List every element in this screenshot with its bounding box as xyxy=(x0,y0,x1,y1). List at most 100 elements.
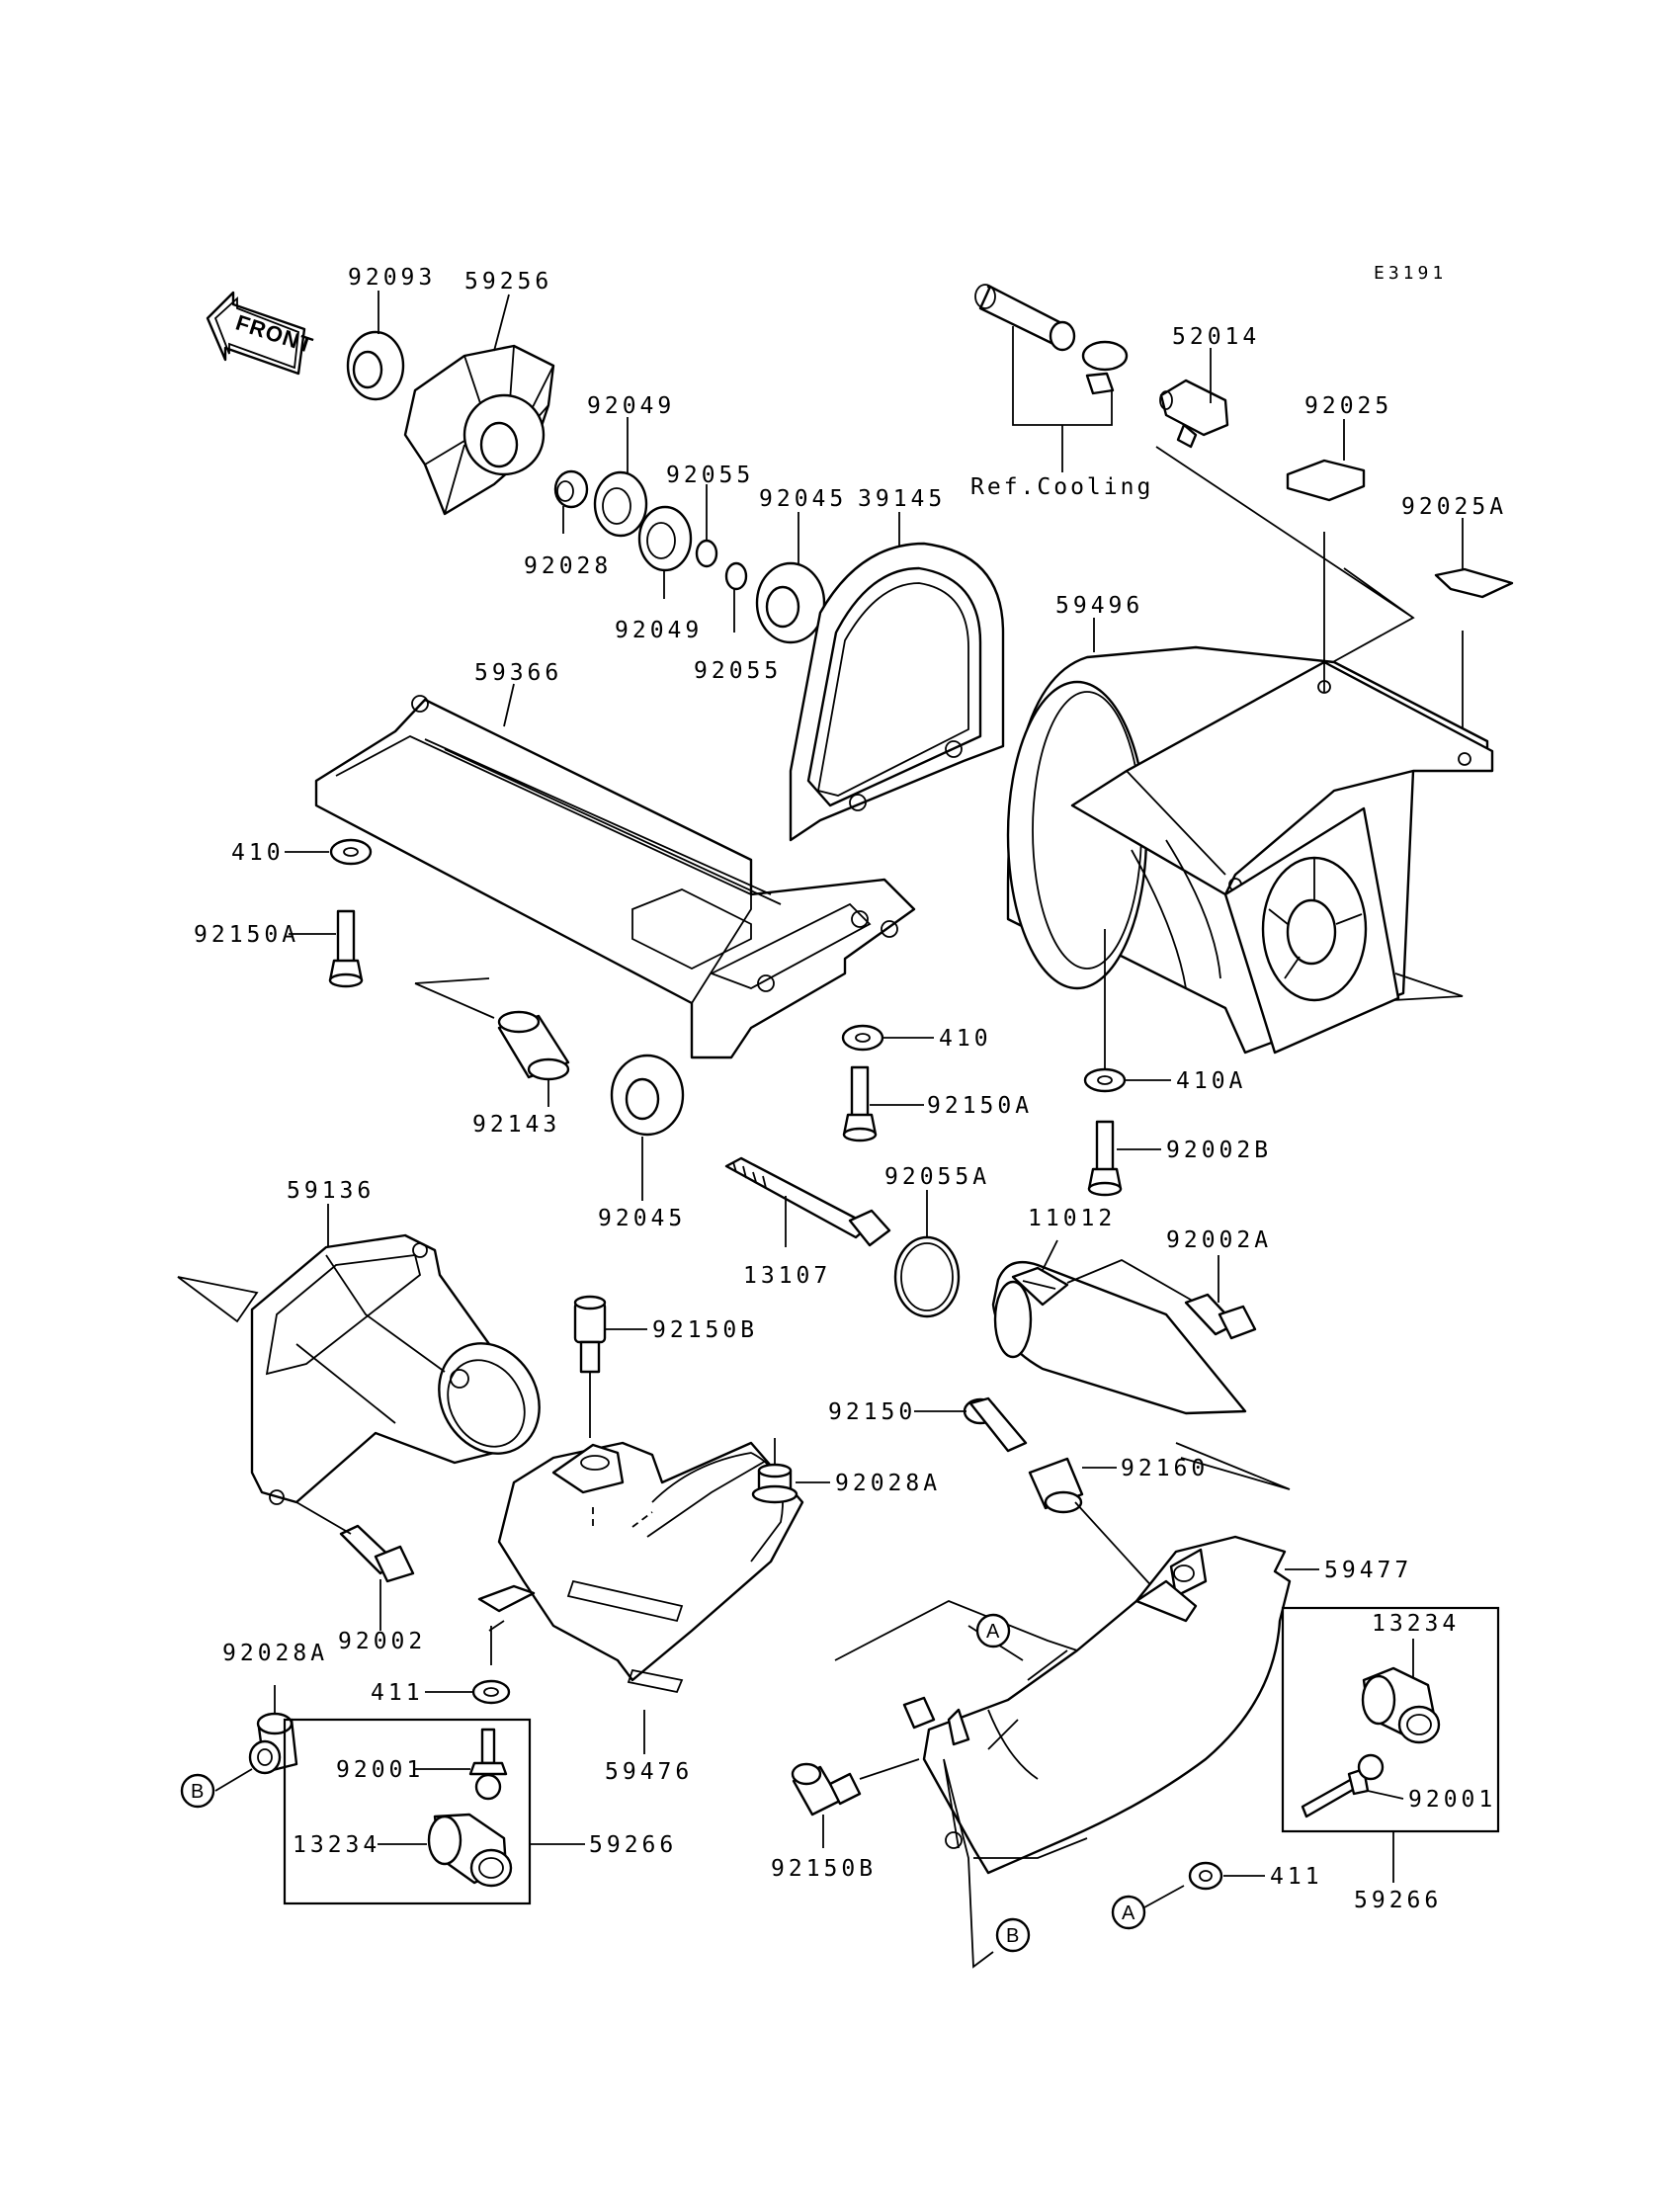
washer-411-left xyxy=(471,1679,511,1705)
cooling-hose xyxy=(974,284,1076,352)
hose-clamp xyxy=(1081,340,1129,395)
label-92143: 92143 xyxy=(472,1112,560,1138)
pump-case-59496 xyxy=(1006,645,1494,1055)
label-92055-top: 92055 xyxy=(666,463,754,488)
ball-joint-92001-right xyxy=(1301,1753,1385,1818)
svg-text:B: B xyxy=(191,1781,204,1803)
label-92002B: 92002B xyxy=(1166,1138,1272,1163)
label-92150A-left: 92150A xyxy=(194,922,299,948)
reverse-bucket-59477 xyxy=(902,1535,1292,1875)
tail-cone-11012 xyxy=(991,1260,1247,1415)
label-59476: 59476 xyxy=(605,1759,693,1785)
label-92150: 92150 xyxy=(828,1399,916,1425)
svg-text:B: B xyxy=(1006,1925,1019,1947)
bolt-92002a xyxy=(1184,1293,1257,1340)
label-59366: 59366 xyxy=(474,660,562,686)
label-411-left: 411 xyxy=(371,1680,424,1706)
kit-box-right xyxy=(1281,1606,1500,1833)
collar-92028a-mid xyxy=(751,1463,798,1504)
bolt-92002b xyxy=(1087,1120,1123,1197)
label-59136: 59136 xyxy=(287,1178,375,1204)
label-59477: 59477 xyxy=(1324,1558,1412,1583)
label-410A: 410A xyxy=(1176,1068,1246,1094)
collar-92028 xyxy=(553,469,589,509)
shim-92025a xyxy=(1434,567,1514,599)
label-92045-top: 92045 xyxy=(759,486,847,512)
bolt-92150a-mid xyxy=(842,1065,878,1142)
label-92028: 92028 xyxy=(524,553,612,579)
label-13234-right: 13234 xyxy=(1372,1611,1460,1637)
label-59266-left: 59266 xyxy=(589,1832,677,1858)
pump-cover-59366 xyxy=(314,695,916,1059)
washer-410a xyxy=(1083,1067,1127,1093)
label-92028A-mid: 92028A xyxy=(835,1471,941,1496)
o-ring-92055-bottom xyxy=(724,561,748,591)
label-39145: 39145 xyxy=(858,486,946,512)
label-92049-top: 92049 xyxy=(587,393,675,419)
label-59266-right: 59266 xyxy=(1354,1888,1442,1913)
bearing-92045-top xyxy=(755,561,826,644)
marker-a-top: A xyxy=(975,1613,1011,1648)
spacer-plate-39145 xyxy=(789,542,1005,842)
bolt-92150a-left xyxy=(328,909,364,988)
intake-59136 xyxy=(250,1233,541,1505)
label-92055A: 92055A xyxy=(884,1164,990,1190)
label-13234-left: 13234 xyxy=(293,1832,380,1858)
svg-text:A: A xyxy=(986,1621,1000,1643)
marker-a-right: A xyxy=(1111,1895,1146,1930)
socket-13234-right xyxy=(1361,1666,1441,1744)
label-410-mid: 410 xyxy=(939,1026,992,1052)
label-92028A-left: 92028A xyxy=(222,1641,328,1666)
bearing-92045-bottom xyxy=(610,1054,685,1137)
label-59256: 59256 xyxy=(464,269,552,295)
washer-410-mid xyxy=(841,1024,884,1052)
label-92049-bottom: 92049 xyxy=(615,618,703,643)
label-11012: 11012 xyxy=(1028,1206,1116,1231)
seal-92093 xyxy=(346,330,405,401)
impeller-59256 xyxy=(403,344,555,516)
svg-text:A: A xyxy=(1122,1902,1135,1924)
label-92025A: 92025A xyxy=(1401,494,1507,520)
label-59496: 59496 xyxy=(1055,593,1143,619)
label-92055-bottom: 92055 xyxy=(694,658,782,684)
drive-shaft-13107 xyxy=(724,1156,891,1247)
label-92150B-bottom: 92150B xyxy=(771,1856,877,1882)
bolt-92150 xyxy=(963,1396,1028,1453)
ref-cooling-label: Ref.Cooling xyxy=(970,474,1153,500)
socket-13234-left xyxy=(427,1813,513,1888)
label-92002: 92002 xyxy=(338,1629,426,1654)
label-13107: 13107 xyxy=(743,1263,831,1289)
fitting-52014 xyxy=(1159,379,1229,449)
washer-92049-bottom xyxy=(637,505,693,572)
collar-92160 xyxy=(1028,1457,1084,1514)
label-92001-right: 92001 xyxy=(1408,1787,1496,1813)
marker-b-bucket: B xyxy=(995,1917,1031,1953)
collar-92028a-left xyxy=(248,1712,298,1775)
label-410-left: 410 xyxy=(231,840,285,866)
marker-b-left: B xyxy=(180,1773,215,1809)
washer-92049-top xyxy=(593,470,648,538)
washer-410-left xyxy=(329,838,373,866)
bolt-92002 xyxy=(339,1524,415,1583)
washer-411-right xyxy=(1188,1861,1223,1891)
label-92002A: 92002A xyxy=(1166,1227,1272,1253)
label-92150B-top: 92150B xyxy=(652,1317,758,1343)
label-411-right: 411 xyxy=(1270,1864,1323,1890)
kit-box-left xyxy=(283,1718,532,1905)
label-92093: 92093 xyxy=(348,265,436,291)
front-arrow: FRONT xyxy=(206,291,316,376)
label-92025: 92025 xyxy=(1304,393,1392,419)
label-92160: 92160 xyxy=(1121,1456,1209,1481)
bolt-92150b-top xyxy=(573,1295,607,1374)
bolt-92150b-bottom xyxy=(791,1762,862,1817)
label-92150A-mid: 92150A xyxy=(927,1093,1033,1119)
o-ring-92055a xyxy=(893,1235,961,1318)
drawing-code: E3191 xyxy=(1374,263,1447,284)
ball-joint-92001-left xyxy=(468,1728,508,1801)
label-92001-left: 92001 xyxy=(336,1757,424,1783)
shim-92025 xyxy=(1286,459,1366,502)
label-52014: 52014 xyxy=(1172,324,1260,350)
label-92045-bottom: 92045 xyxy=(598,1206,686,1231)
o-ring-92055-top xyxy=(695,539,718,568)
